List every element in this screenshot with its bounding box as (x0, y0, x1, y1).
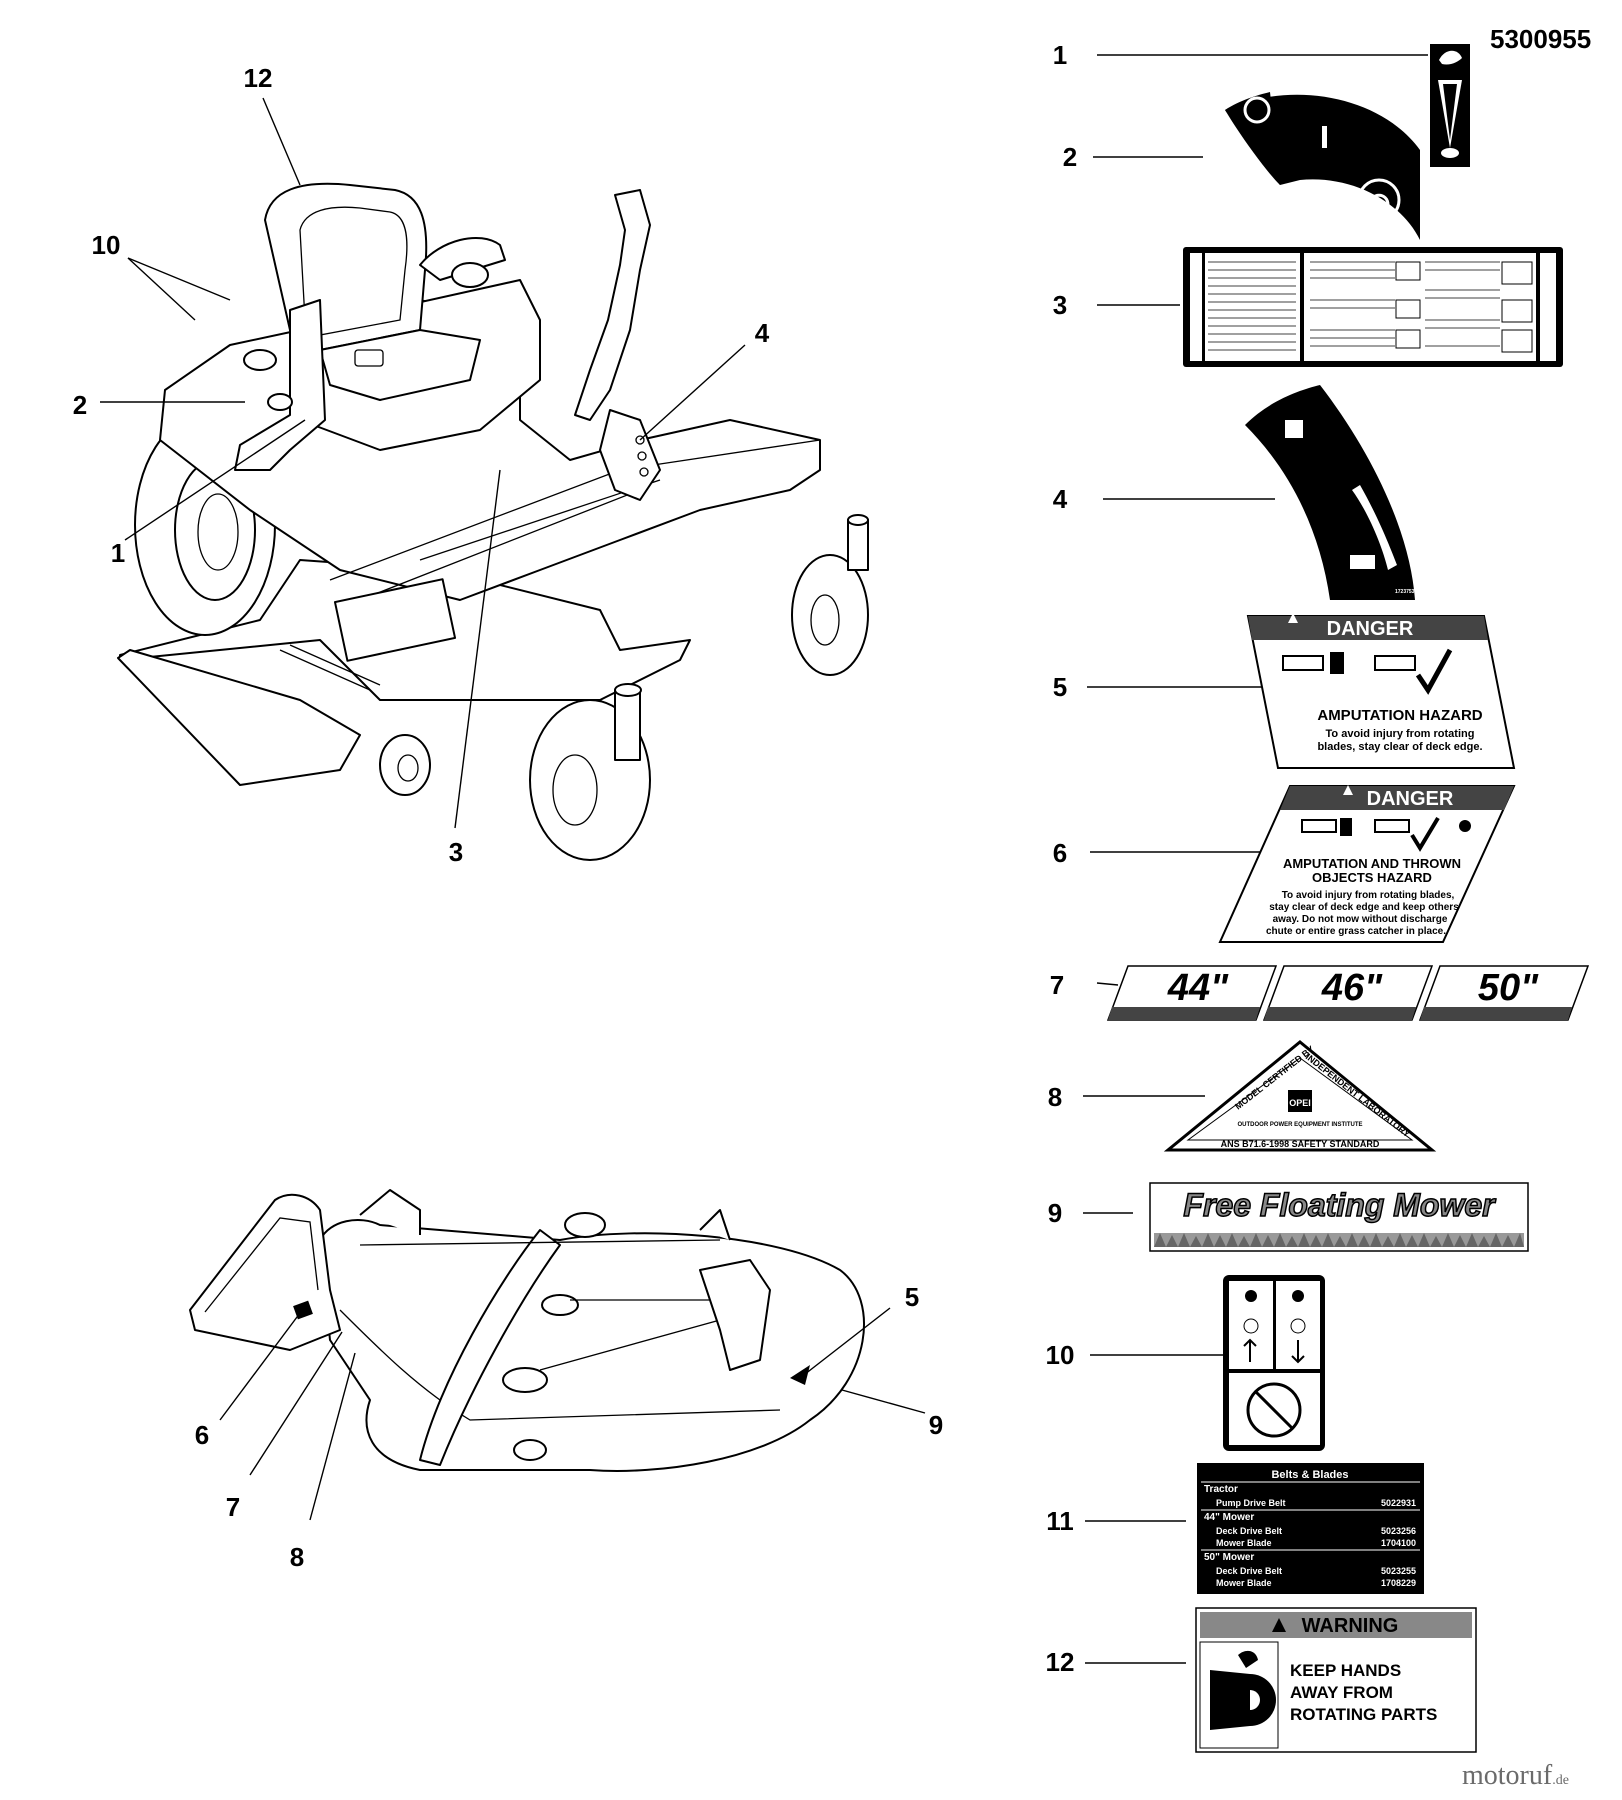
callout-6: 6 (1053, 838, 1067, 868)
svg-text:1704100: 1704100 (1381, 1538, 1416, 1548)
deck-size-44: 44" (1106, 965, 1278, 1021)
decal-callouts: 1 2 3 4 5 6 7 8 9 10 11 12 (1046, 40, 1078, 1677)
warning-icon (1288, 613, 1298, 623)
part-number: 5300955 (1490, 24, 1592, 54)
hand-icon (1238, 1650, 1258, 1668)
callout-2: 2 (1063, 142, 1077, 172)
decal-6-title2: OBJECTS HAZARD (1312, 870, 1432, 885)
decal-2-pto (1225, 92, 1420, 240)
decal-8-standard: ANS B71.6-1998 SAFETY STANDARD (1221, 1139, 1380, 1149)
decal-11-section1: Tractor (1204, 1484, 1238, 1495)
decal-12-line2: AWAY FROM (1290, 1683, 1393, 1702)
svg-text:Mower Blade: Mower Blade (1216, 1538, 1272, 1548)
callout-9: 9 (1048, 1198, 1062, 1228)
callout-3: 3 (449, 837, 463, 867)
arrow-down-icon (1291, 1340, 1305, 1364)
decal-5-text2: blades, stay clear of deck edge. (1317, 741, 1482, 753)
decal-11-section2: 44" Mower (1204, 1512, 1254, 1523)
decal-5-header: DANGER (1327, 618, 1414, 640)
decal-8-opei-certification: MODEL CERTIFIED BY INDEPENDENT LABORATOR… (1163, 1040, 1437, 1152)
decal-4-cut-height: 1723753 (1245, 385, 1415, 600)
callout-4: 4 (755, 318, 770, 348)
callout-4: 4 (1053, 484, 1068, 514)
callout-5: 5 (905, 1282, 919, 1312)
callout-8: 8 (290, 1542, 304, 1572)
callout-8: 8 (1048, 1082, 1062, 1112)
callout-12: 12 (244, 63, 273, 93)
decal-12-line1: KEEP HANDS (1290, 1661, 1401, 1680)
decal-8-logo: OPEI (1289, 1098, 1311, 1108)
pto-knob-icon (1357, 178, 1401, 222)
callout-7: 7 (226, 1492, 240, 1522)
tractor-leaders (100, 97, 926, 1521)
decal-9-free-floating-mower: Free Floating Mower (1149, 1182, 1529, 1252)
warning-icon (1272, 1618, 1286, 1632)
svg-text:50": 50" (1478, 967, 1539, 1009)
decal-8-institute: OUTDOOR POWER EQUIPMENT INSTITUTE (1237, 1122, 1362, 1128)
decal-leaders (1083, 54, 1428, 1664)
on-icon (1322, 126, 1327, 148)
off-icon (1243, 96, 1271, 124)
callout-10: 10 (92, 230, 121, 260)
svg-text:Pump Drive Belt: Pump Drive Belt (1216, 1498, 1286, 1508)
svg-text:Mower Blade: Mower Blade (1216, 1578, 1272, 1588)
watermark: motoruf.de (1462, 1760, 1569, 1791)
svg-text:1708229: 1708229 (1381, 1578, 1416, 1588)
decal-9-text: Free Floating Mower (1183, 1187, 1496, 1223)
turtle-icon (1441, 148, 1459, 158)
warning-icon (1343, 785, 1353, 795)
callout-7: 7 (1050, 970, 1064, 1000)
callout-6: 6 (195, 1420, 209, 1450)
tractor-callouts: 12 10 2 4 1 3 5 6 7 8 9 (73, 63, 943, 1572)
deck-size-50: 50" (1418, 965, 1590, 1021)
callout-10: 10 (1046, 1340, 1075, 1370)
decal-12-warning-rotating: WARNING KEEP HANDS AWAY FROM ROTATING PA… (1195, 1607, 1477, 1753)
callout-1: 1 (111, 538, 125, 568)
decal-5-text1: To avoid injury from rotating (1326, 728, 1475, 740)
callout-12: 12 (1046, 1647, 1075, 1677)
callout-11: 11 (1046, 1506, 1074, 1536)
decal-5-title: AMPUTATION HAZARD (1317, 707, 1482, 724)
callout-2: 2 (73, 390, 87, 420)
decal-6-text3: away. Do not mow without discharge (1273, 914, 1448, 925)
svg-text:5022931: 5022931 (1381, 1498, 1416, 1508)
svg-text:Deck Drive Belt: Deck Drive Belt (1216, 1566, 1282, 1576)
decal-6-text1: To avoid injury from rotating blades, (1282, 890, 1455, 901)
decal-4-code: 1723753 (1395, 589, 1415, 595)
callout-1: 1 (1053, 40, 1067, 70)
thrown-object-icon (1459, 820, 1471, 832)
decal-6-header: DANGER (1367, 788, 1454, 810)
callout-9: 9 (929, 1410, 943, 1440)
svg-text:46": 46" (1321, 967, 1383, 1009)
decal-6-danger-thrown-objects: DANGER AMPUTATION AND THROWN OBJECTS HAZ… (1218, 785, 1516, 943)
decal-6-text4: chute or entire grass catcher in place. (1266, 926, 1446, 937)
arrow-up-icon (1243, 1338, 1257, 1362)
callout-3: 3 (1053, 290, 1067, 320)
decal-6-text2: stay clear of deck edge and keep others (1269, 902, 1459, 913)
decal-10-lift-instructions (1223, 1275, 1325, 1451)
decal-7-deck-sizes: 44" 46" 50" (1106, 965, 1590, 1021)
decal-12-header: WARNING (1302, 1615, 1399, 1637)
decal-11-belts-blades: Belts & Blades Tractor Pump Drive Belt 5… (1197, 1463, 1424, 1594)
svg-text:5023255: 5023255 (1381, 1566, 1416, 1576)
deck-size-46: 46" (1262, 965, 1434, 1021)
decal-12-line3: ROTATING PARTS (1290, 1705, 1437, 1724)
svg-text:Deck Drive Belt: Deck Drive Belt (1216, 1526, 1282, 1536)
rabbit-icon (1439, 50, 1462, 65)
svg-text:5023256: 5023256 (1381, 1526, 1416, 1536)
decal-1-throttle (1430, 44, 1470, 167)
callout-5: 5 (1053, 672, 1067, 702)
decal-11-section3: 50" Mower (1204, 1552, 1254, 1563)
decal-6-title1: AMPUTATION AND THROWN (1283, 856, 1461, 871)
prohibition-icon (1246, 1382, 1302, 1438)
tractor-illustration (117, 182, 869, 861)
decal-5-danger-amputation: DANGER AMPUTATION HAZARD To avoid injury… (1246, 613, 1516, 769)
decal-11-title: Belts & Blades (1271, 1469, 1348, 1481)
svg-text:44": 44" (1167, 967, 1229, 1009)
mower-deck-illustration (189, 1189, 865, 1472)
decal-3-operator-safety (1183, 247, 1563, 367)
